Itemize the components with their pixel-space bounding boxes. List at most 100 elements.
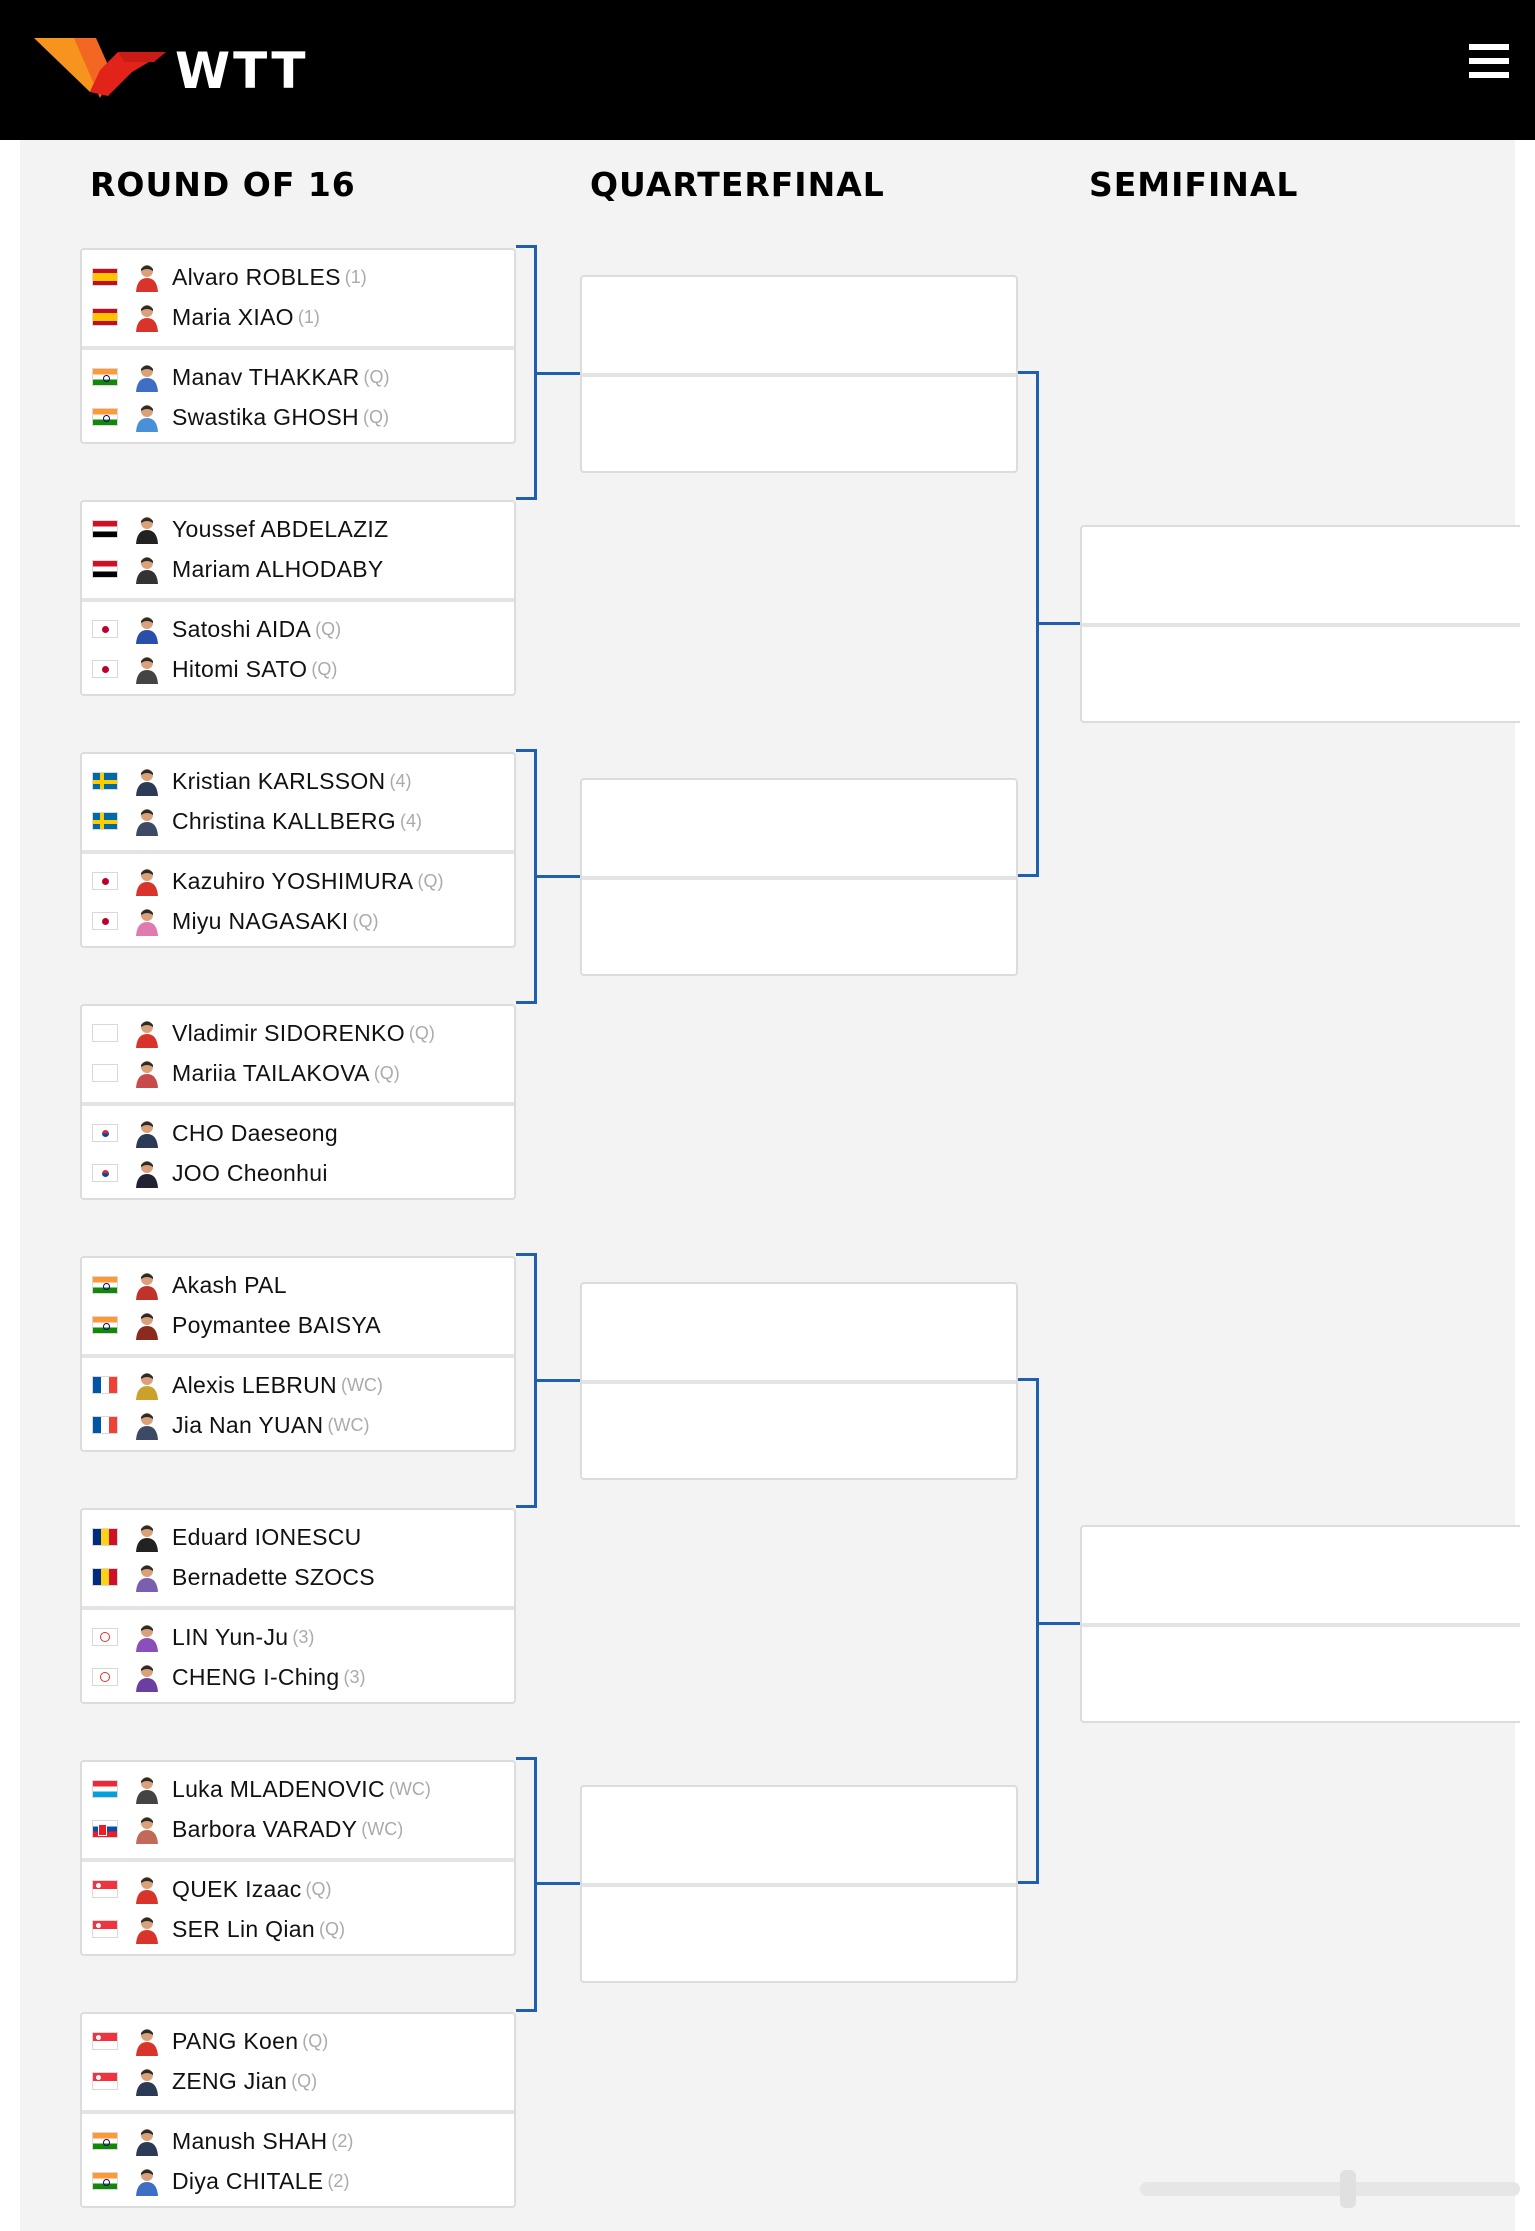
player-name: Luka MLADENOVIC <box>172 1775 385 1802</box>
team-row[interactable]: Vladimir SIDORENKO(Q) Mariia TAILAKOVA(Q) <box>82 1006 514 1103</box>
team-row[interactable]: Kristian KARLSSON(4) Christina KALLBERG(4… <box>82 754 514 851</box>
player-name: Diya CHITALE <box>172 2167 324 2194</box>
player-name: Kazuhiro YOSHIMURA <box>172 867 414 894</box>
semifinal-match-card <box>1080 525 1520 723</box>
player-name: Eduard IONESCU <box>172 1523 362 1550</box>
player-avatar-icon <box>136 1777 158 1804</box>
player-entry[interactable]: Akash PAL <box>92 1270 287 1300</box>
player-entry[interactable]: Jia Nan YUAN(WC) <box>92 1410 369 1440</box>
match-card: Alvaro ROBLES(1) Maria XIAO(1) Manav THAKK… <box>80 248 516 444</box>
team-row[interactable]: Manush SHAH(2) Diya CHITALE(2) <box>82 2114 514 2211</box>
bracket-connector <box>536 1379 580 1382</box>
empty-slot[interactable] <box>582 277 1016 373</box>
country-flag-icon <box>92 1880 118 1898</box>
seed-label: (Q) <box>362 406 389 427</box>
empty-slot[interactable] <box>582 1284 1016 1380</box>
player-entry[interactable]: Poymantee BAISYA <box>92 1310 381 1340</box>
empty-slot[interactable] <box>1082 1627 1520 1723</box>
player-entry[interactable]: Maria XIAO(1) <box>92 302 320 332</box>
country-flag-icon <box>92 520 118 538</box>
player-entry[interactable]: Miyu NAGASAKI(Q) <box>92 906 378 936</box>
team-row[interactable]: Alvaro ROBLES(1) Maria XIAO(1) <box>82 250 514 347</box>
player-entry[interactable]: Bernadette SZOCS <box>92 1562 375 1592</box>
player-entry[interactable]: SER Lin Qian(Q) <box>92 1914 345 1944</box>
player-avatar-icon <box>136 2029 158 2056</box>
team-row[interactable]: LIN Yun-Ju(3) CHENG I-Ching(3) <box>82 1610 514 1707</box>
player-entry[interactable]: Alexis LEBRUN(WC) <box>92 1370 383 1400</box>
wtt-logo-icon[interactable] <box>34 34 304 104</box>
country-flag-icon <box>92 1024 118 1042</box>
player-entry[interactable]: Christina KALLBERG(4) <box>92 806 422 836</box>
seed-label: (Q) <box>373 1062 400 1083</box>
team-row[interactable]: QUEK Izaac(Q) SER Lin Qian(Q) <box>82 1862 514 1959</box>
bracket-connector <box>516 497 536 500</box>
player-entry[interactable]: PANG Koen(Q) <box>92 2026 328 2056</box>
player-entry[interactable]: Satoshi AIDA(Q) <box>92 614 341 644</box>
player-entry[interactable]: Swastika GHOSH(Q) <box>92 402 389 432</box>
divider <box>82 598 514 602</box>
country-flag-icon <box>92 912 118 930</box>
team-row[interactable]: Satoshi AIDA(Q) Hitomi SATO(Q) <box>82 602 514 699</box>
team-row[interactable]: Akash PAL Poymantee BAISYA <box>82 1258 514 1355</box>
bracket-connector <box>516 2009 536 2012</box>
player-entry[interactable]: Luka MLADENOVIC(WC) <box>92 1774 431 1804</box>
divider <box>82 2110 514 2114</box>
empty-slot[interactable] <box>1082 627 1520 723</box>
player-entry[interactable]: Mariam ALHODABY <box>92 554 384 584</box>
player-entry[interactable]: QUEK Izaac(Q) <box>92 1874 332 1904</box>
empty-slot[interactable] <box>582 377 1016 473</box>
player-entry[interactable]: Diya CHITALE(2) <box>92 2166 349 2196</box>
seed-label: (1) <box>297 306 320 327</box>
semifinal-match-card <box>1080 1525 1520 1723</box>
player-entry[interactable]: ZENG Jian(Q) <box>92 2066 317 2096</box>
country-flag-icon <box>92 1628 118 1646</box>
player-avatar-icon <box>136 909 158 936</box>
hamburger-menu-button[interactable] <box>1469 44 1509 82</box>
empty-slot[interactable] <box>582 1887 1016 1983</box>
match-card: Luka MLADENOVIC(WC) Barbora VARADY(WC) QUE… <box>80 1760 516 1956</box>
player-entry[interactable]: JOO Cheonhui <box>92 1158 328 1188</box>
seed-label: (3) <box>343 1666 366 1687</box>
empty-slot[interactable] <box>582 1384 1016 1480</box>
player-name: Bernadette SZOCS <box>172 1563 375 1590</box>
empty-slot[interactable] <box>582 1787 1016 1883</box>
player-entry[interactable]: LIN Yun-Ju(3) <box>92 1622 314 1652</box>
player-name: Miyu NAGASAKI <box>172 907 349 934</box>
seed-label: (Q) <box>302 2030 329 2051</box>
team-row[interactable]: Youssef ABDELAZIZ Mariam ALHODABY <box>82 502 514 599</box>
player-avatar-icon <box>136 1413 158 1440</box>
country-flag-icon <box>92 620 118 638</box>
player-entry[interactable]: Manush SHAH(2) <box>92 2126 353 2156</box>
team-row[interactable]: Luka MLADENOVIC(WC) Barbora VARADY(WC) <box>82 1762 514 1859</box>
team-row[interactable]: Kazuhiro YOSHIMURA(Q) Miyu NAGASAKI(Q) <box>82 854 514 951</box>
country-flag-icon <box>92 1316 118 1334</box>
player-entry[interactable]: Hitomi SATO(Q) <box>92 654 337 684</box>
player-entry[interactable]: Barbora VARADY(WC) <box>92 1814 403 1844</box>
player-entry[interactable]: Kristian KARLSSON(4) <box>92 766 411 796</box>
empty-slot[interactable] <box>1082 527 1520 623</box>
player-entry[interactable]: Alvaro ROBLES(1) <box>92 262 367 292</box>
player-entry[interactable]: Mariia TAILAKOVA(Q) <box>92 1058 400 1088</box>
player-avatar-icon <box>136 1373 158 1400</box>
quarterfinal-match-card <box>580 275 1018 473</box>
team-row[interactable]: Eduard IONESCU Bernadette SZOCS <box>82 1510 514 1607</box>
divider <box>82 850 514 854</box>
empty-slot[interactable] <box>1082 1527 1520 1623</box>
player-entry[interactable]: CHENG I-Ching(3) <box>92 1662 366 1692</box>
player-name: Barbora VARADY <box>172 1815 358 1842</box>
seed-label: (Q) <box>315 618 342 639</box>
country-flag-icon <box>92 560 118 578</box>
team-row[interactable]: PANG Koen(Q) ZENG Jian(Q) <box>82 2014 514 2111</box>
match-card: Kristian KARLSSON(4) Christina KALLBERG(4… <box>80 752 516 948</box>
player-entry[interactable]: Vladimir SIDORENKO(Q) <box>92 1018 435 1048</box>
empty-slot[interactable] <box>582 780 1016 876</box>
player-entry[interactable]: Eduard IONESCU <box>92 1522 362 1552</box>
player-entry[interactable]: Manav THAKKAR(Q) <box>92 362 390 392</box>
player-entry[interactable]: Youssef ABDELAZIZ <box>92 514 388 544</box>
empty-slot[interactable] <box>582 880 1016 976</box>
team-row[interactable]: Alexis LEBRUN(WC) Jia Nan YUAN(WC) <box>82 1358 514 1455</box>
player-entry[interactable]: Kazuhiro YOSHIMURA(Q) <box>92 866 443 896</box>
team-row[interactable]: Manav THAKKAR(Q) Swastika GHOSH(Q) <box>82 350 514 447</box>
player-entry[interactable]: CHO Daeseong <box>92 1118 338 1148</box>
